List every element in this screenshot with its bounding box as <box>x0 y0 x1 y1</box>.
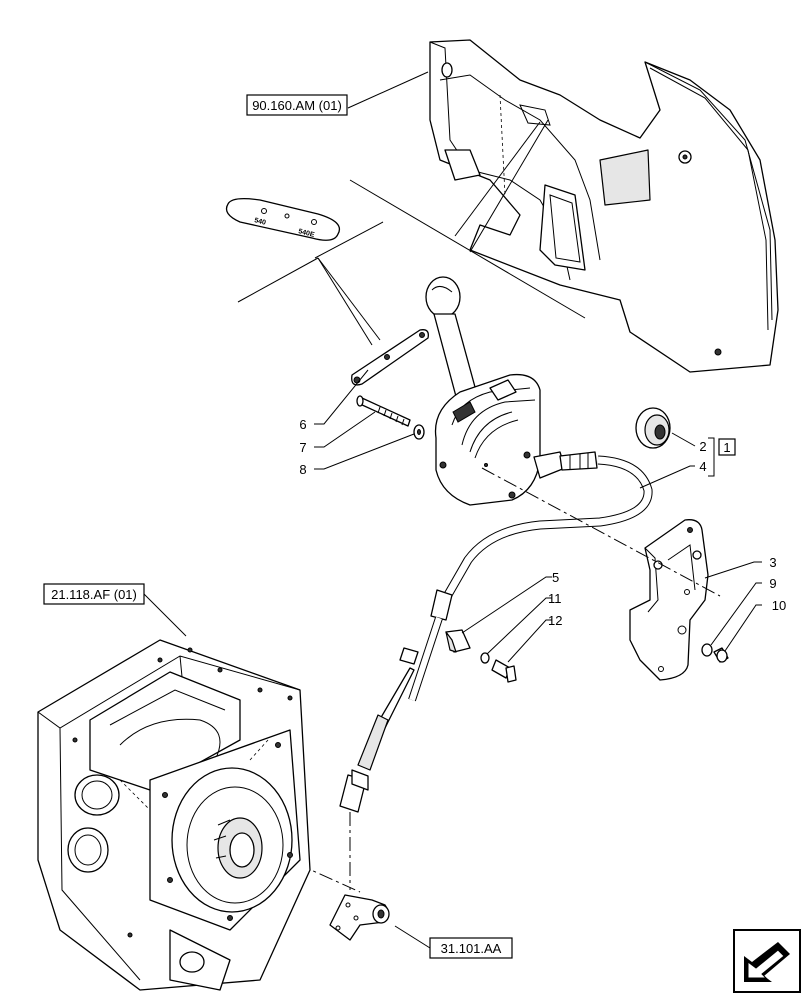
part-2-grommet <box>635 407 671 449</box>
callout-11: 11 <box>548 591 562 606</box>
decal-icon-2 <box>284 213 290 219</box>
ref-box-90160[interactable]: 90.160.AM (01) <box>246 94 348 116</box>
part-10-bolt <box>713 647 729 663</box>
leader-5 <box>461 576 552 634</box>
gearbox-housing <box>37 639 311 991</box>
view-line-decal-1 <box>237 257 319 303</box>
view-line-fender-3 <box>469 119 549 253</box>
leader-6 <box>314 369 369 425</box>
callout-8: 8 <box>299 462 306 477</box>
callout-7: 7 <box>299 440 306 455</box>
ref-box-31101[interactable]: 31.101.AA <box>429 937 513 959</box>
ref-label-31101: 31.101.AA <box>441 941 502 956</box>
callout-6: 6 <box>299 417 306 432</box>
callout-1-box: 1 <box>718 438 736 456</box>
view-line-decal-2 <box>314 221 384 259</box>
part-5-clamp <box>445 629 471 653</box>
leader-4 <box>639 465 695 489</box>
callout-3: 3 <box>769 555 776 570</box>
leader-21118 <box>143 593 187 637</box>
centerline-lever-bracket <box>481 467 721 597</box>
part-9-nut <box>701 643 713 657</box>
leader-9 <box>710 582 762 646</box>
decal-icon-1 <box>261 208 267 214</box>
view-line-decal-4 <box>317 257 381 341</box>
leader-7 <box>314 411 376 448</box>
callout-1: 1 <box>723 440 730 455</box>
callout-5: 5 <box>552 570 559 585</box>
ref-label-21118: 21.118.AF (01) <box>51 587 137 602</box>
lever-housing <box>425 276 541 506</box>
leader-12 <box>507 619 552 663</box>
control-cable <box>339 451 653 813</box>
decal-icon-3 <box>311 219 317 225</box>
bracket-2-4 <box>708 437 715 477</box>
leader-3 <box>704 561 762 579</box>
leader-fender-ref <box>347 71 429 109</box>
support-bracket <box>329 894 390 941</box>
callout-9: 9 <box>769 576 776 591</box>
ref-box-21118[interactable]: 21.118.AF (01) <box>43 583 145 605</box>
ref-label-90160: 90.160.AM (01) <box>252 98 342 113</box>
fender-assembly <box>429 39 779 373</box>
leader-10 <box>724 604 762 652</box>
decal-label-540e: 540E <box>298 228 316 239</box>
next-page-arrow-icon[interactable] <box>733 929 801 993</box>
speed-decal: 540 540E <box>225 198 341 241</box>
part-3-bracket <box>629 519 709 681</box>
part-12-bolt <box>491 659 517 683</box>
callout-2: 2 <box>699 439 706 454</box>
callout-4: 4 <box>699 459 706 474</box>
leader-8 <box>314 433 415 470</box>
part-11-nut <box>480 652 490 664</box>
view-line-decal-3 <box>317 257 373 346</box>
decal-label-540: 540 <box>254 217 267 227</box>
view-line-fender-2 <box>454 121 541 237</box>
leader-31101 <box>394 925 431 949</box>
part-7-screw <box>356 395 411 427</box>
part-6-plate <box>351 329 429 386</box>
leader-11 <box>486 597 552 655</box>
callout-10: 10 <box>772 598 786 613</box>
callout-12: 12 <box>548 613 562 628</box>
leader-2 <box>671 432 696 447</box>
view-line-fender-1 <box>349 179 586 319</box>
